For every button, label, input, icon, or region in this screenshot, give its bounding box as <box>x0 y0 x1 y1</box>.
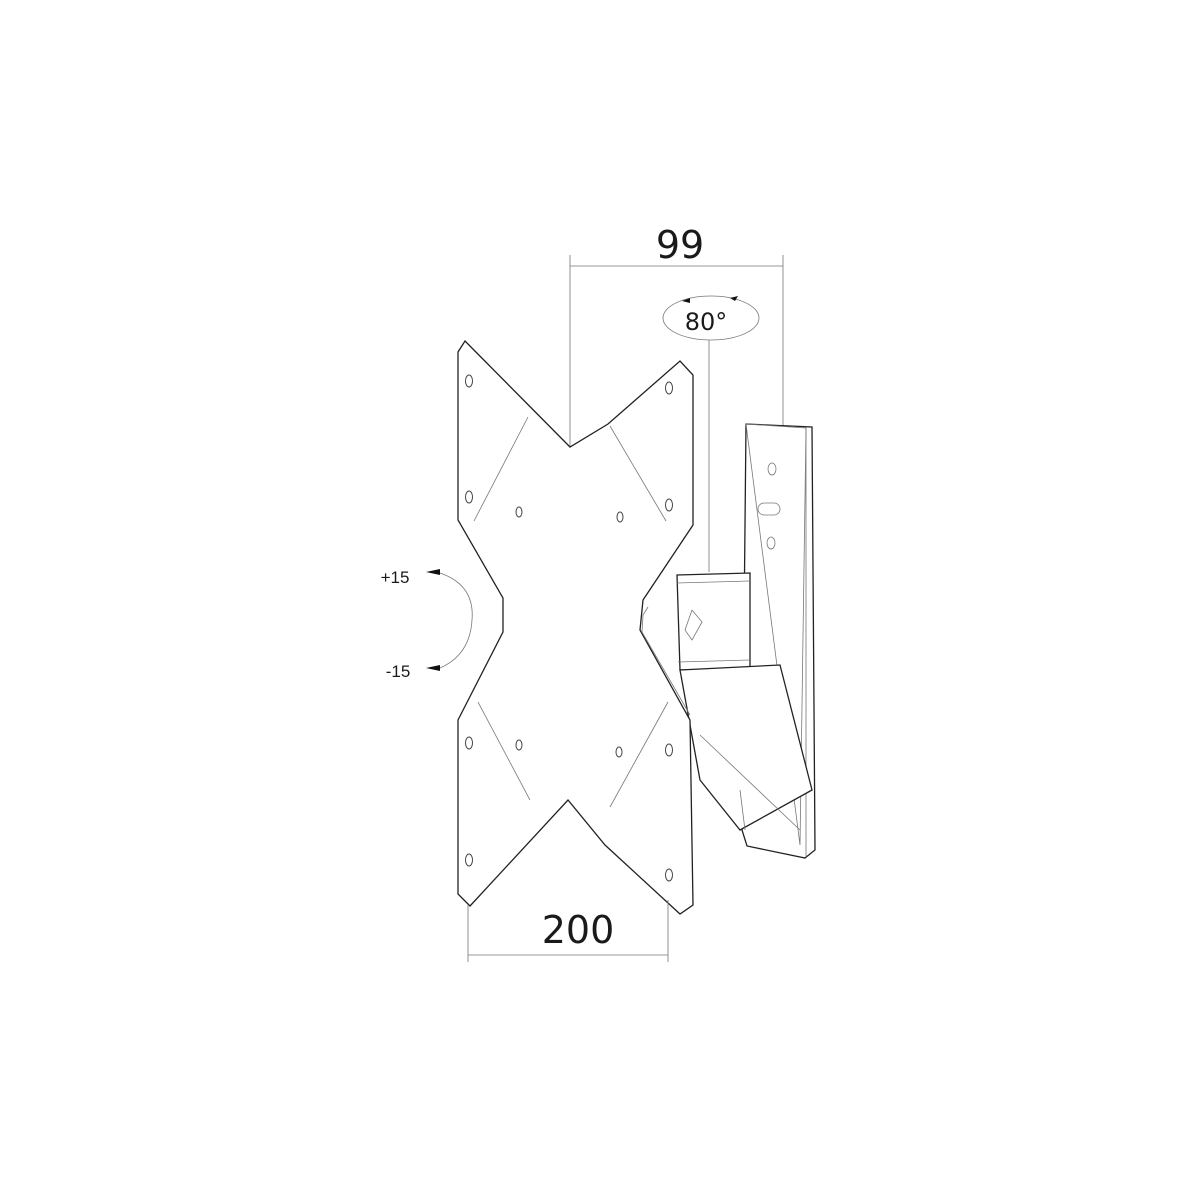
depth-label: 99 <box>656 223 704 267</box>
vesa-dimension: 200 <box>467 900 669 962</box>
vesa-plate <box>457 339 694 915</box>
depth-dimension: 99 <box>569 223 784 450</box>
swivel-label: 80° <box>685 308 728 336</box>
swivel-arm <box>676 572 813 831</box>
vesa-label: 200 <box>542 908 615 952</box>
tilt-indicator: +15 -15 <box>381 568 473 681</box>
tilt-up-label: +15 <box>381 568 410 587</box>
tilt-down-label: -15 <box>386 662 411 681</box>
swivel-indicator: 80° <box>662 295 760 572</box>
